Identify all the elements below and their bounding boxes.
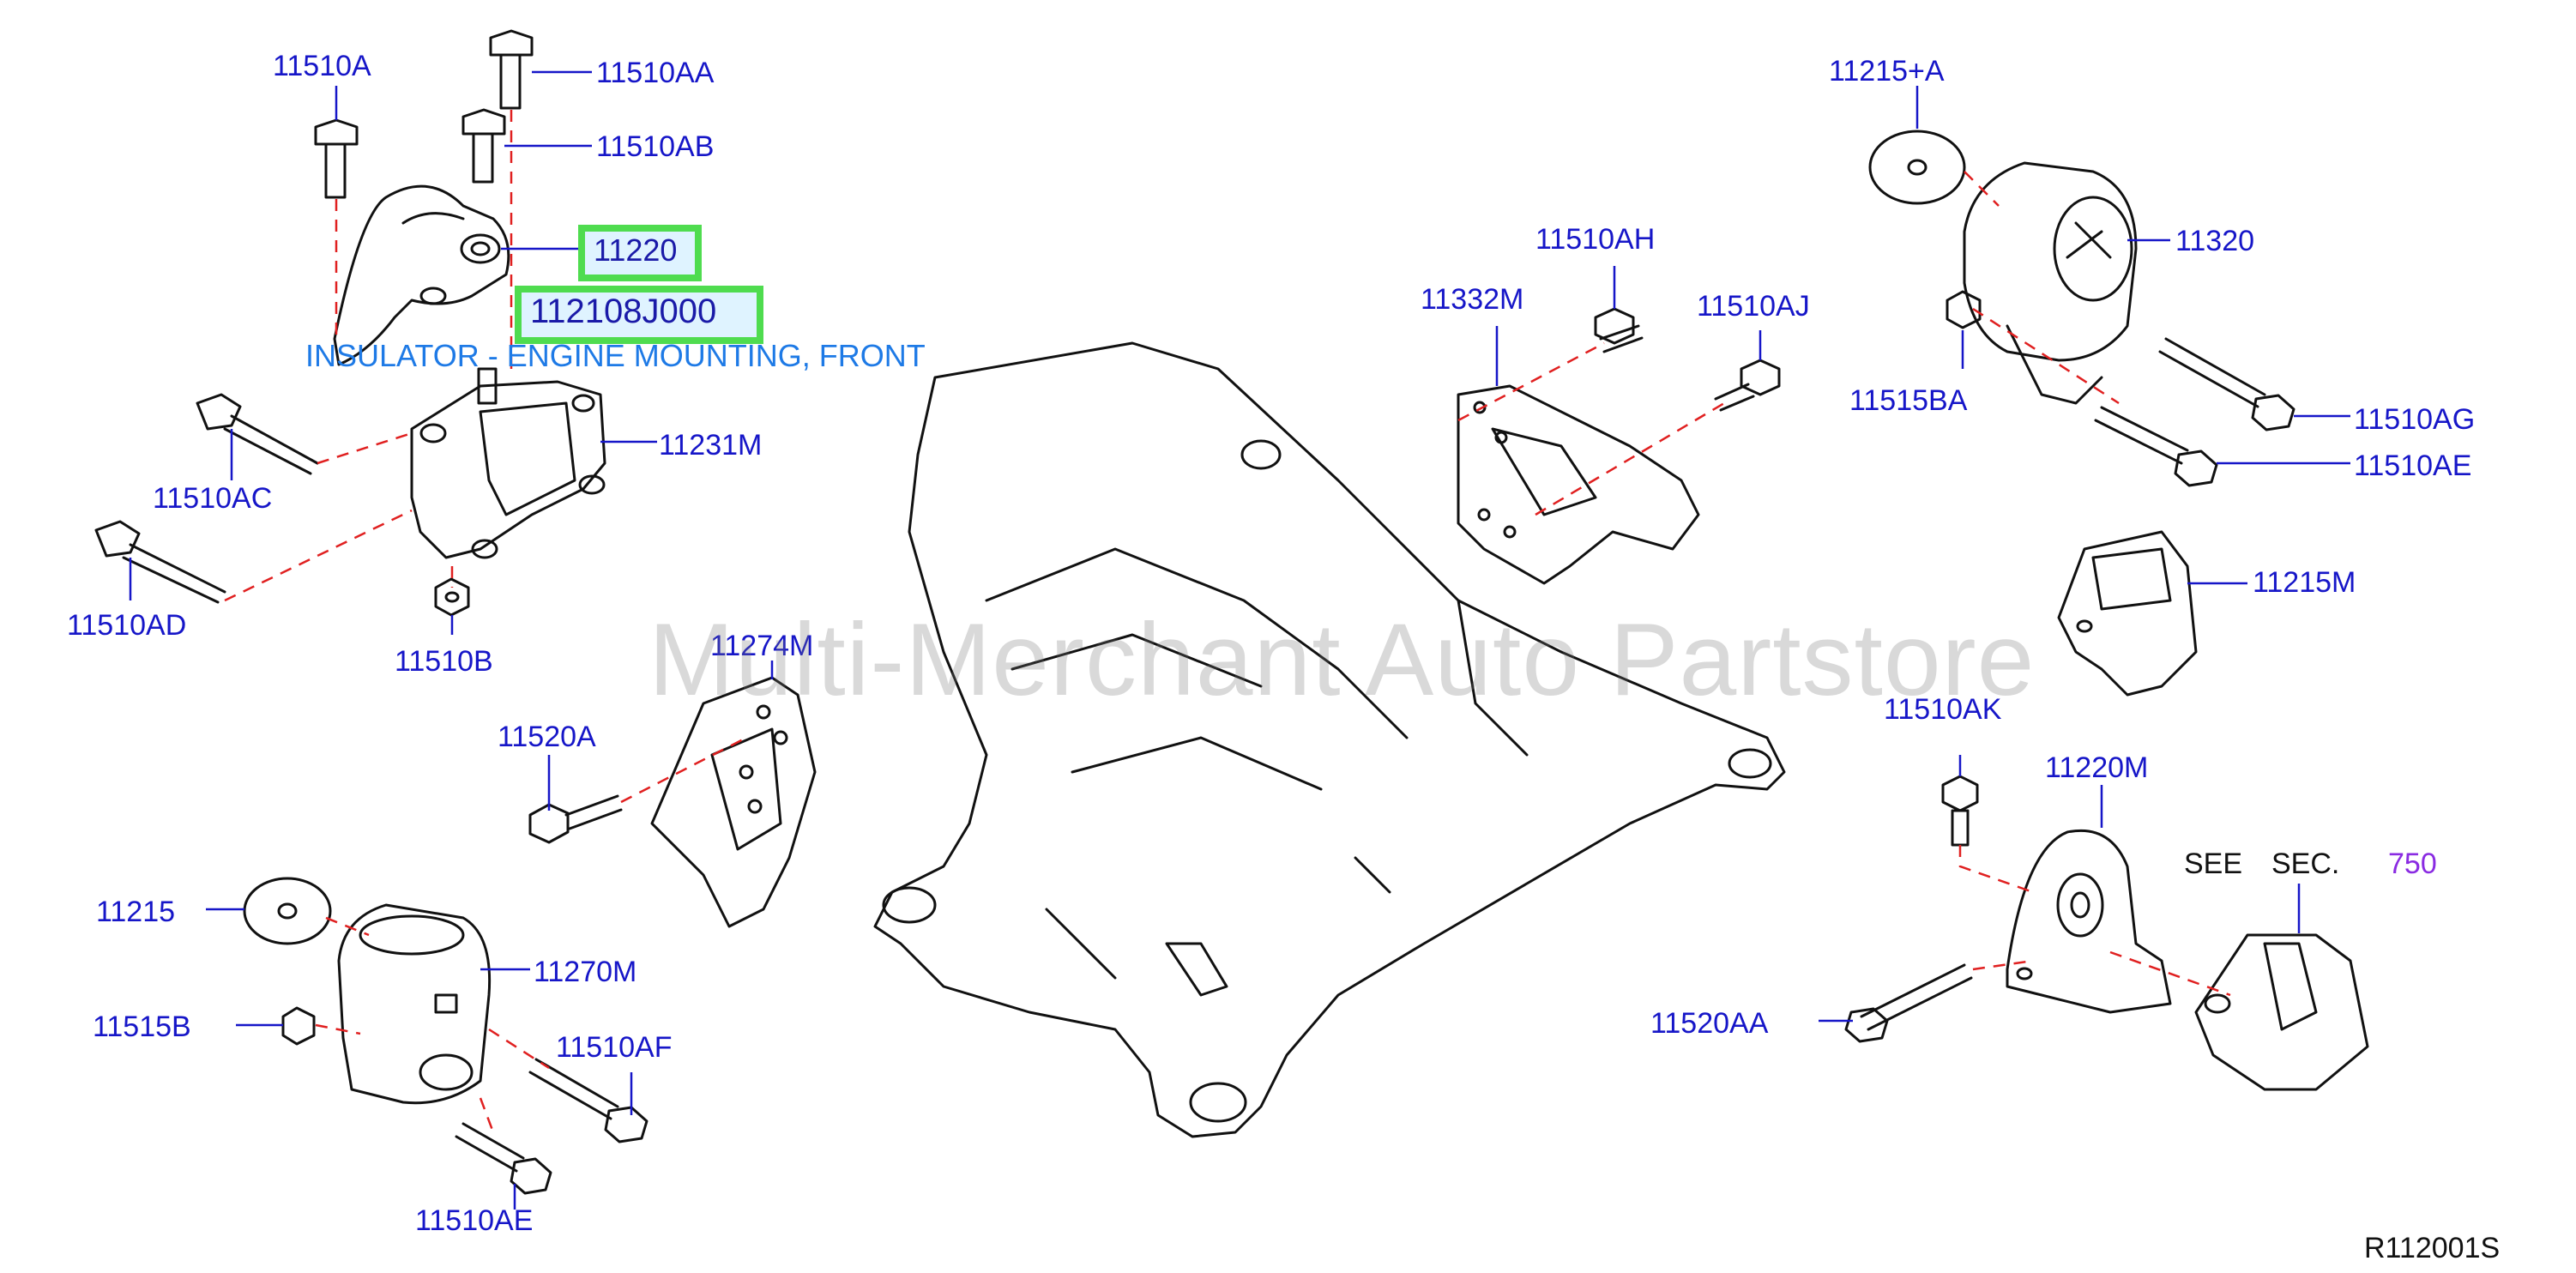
bolt-11510AJ[interactable] (1714, 359, 1781, 412)
front-mount-bracket-part[interactable] (410, 367, 606, 559)
callout-11231M[interactable]: 11231M (659, 429, 763, 462)
front-subframe-part (873, 341, 1786, 1138)
bolt-11510AE-left[interactable] (455, 1122, 552, 1195)
bolt-11510AG[interactable] (2158, 337, 2295, 431)
callout-11220M[interactable]: 11220M (2045, 751, 2149, 784)
bolt-11510AC[interactable] (196, 393, 319, 475)
callout-11320[interactable]: 11320 (2175, 225, 2255, 257)
watermark: Multi-Merchant Auto Partstore (649, 602, 2036, 717)
bolt-11520AA[interactable] (1844, 963, 1973, 1043)
diagram-ref: R112001S (2364, 1232, 2501, 1264)
callout-11510AF[interactable]: 11510AF (556, 1031, 673, 1064)
callout-11520AA[interactable]: 11520AA (1650, 1007, 1769, 1040)
nut-11515B[interactable] (281, 1006, 316, 1046)
callout-11520A[interactable]: 11520A (498, 721, 596, 753)
transmission-mount-sec750-part (2194, 933, 2369, 1091)
callout-11515BA[interactable]: 11515BA (1849, 384, 1968, 417)
sec-label: SEC. (2271, 848, 2340, 880)
callout-11510AD[interactable]: 11510AD (67, 609, 187, 642)
washer-11215[interactable] (243, 877, 332, 945)
bolt-11510AA[interactable] (489, 29, 534, 110)
bolt-11510A[interactable] (314, 118, 359, 199)
callout-11510AK[interactable]: 11510AK (1884, 693, 2002, 726)
insulator-11220M-part[interactable] (2006, 829, 2172, 1014)
callout-11510AA[interactable]: 11510AA (596, 57, 715, 89)
section-750-link[interactable]: 750 (2388, 848, 2437, 880)
bracket-11332M-part[interactable] (1457, 384, 1700, 585)
callout-11510AJ[interactable]: 11510AJ (1697, 290, 1810, 323)
callout-11270M[interactable]: 11270M (534, 956, 637, 988)
nut-11510B[interactable] (434, 577, 470, 617)
callout-11510AG[interactable]: 11510AG (2354, 403, 2476, 436)
callout-11510AB[interactable]: 11510AB (596, 130, 715, 163)
washer-11215A[interactable] (1868, 130, 1966, 205)
bolt-11510AB[interactable] (462, 108, 506, 184)
front-insulator-part[interactable] (333, 184, 510, 366)
stopper-11215M-part[interactable] (2057, 530, 2198, 697)
callout-11215A[interactable]: 11215+A (1829, 55, 1945, 87)
callout-11510AE-left[interactable]: 11510AE (415, 1204, 534, 1237)
callout-11510AH[interactable]: 11510AH (1535, 223, 1656, 256)
callout-11510B[interactable]: 11510B (395, 645, 493, 678)
callout-11515B[interactable]: 11515B (93, 1011, 191, 1043)
bolt-11520A[interactable] (528, 794, 623, 844)
bolt-11510AF[interactable] (528, 1058, 649, 1143)
insulator-11270M-part[interactable] (337, 903, 492, 1105)
part-tooltip: INSULATOR - ENGINE MOUNTING, FRONT (305, 338, 926, 373)
callout-11510AC[interactable]: 11510AC (153, 482, 273, 515)
insulator-11320-part[interactable] (1963, 161, 2138, 405)
bolt-11510AK[interactable] (1941, 775, 1979, 847)
bracket-11274M-part[interactable] (650, 676, 817, 928)
part-number-highlighted[interactable]: 112108J000 (515, 286, 763, 344)
bolt-11510AE-right[interactable] (2094, 406, 2218, 487)
callout-11510A[interactable]: 11510A (273, 50, 371, 82)
callout-11215[interactable]: 11215 (96, 896, 176, 928)
callout-11274M[interactable]: 11274M (710, 630, 814, 662)
callout-11220-highlighted[interactable]: 11220 (578, 225, 702, 281)
nut-11515BA[interactable] (1946, 290, 1982, 329)
bolt-11510AD[interactable] (94, 520, 226, 604)
callout-11332M[interactable]: 11332M (1421, 283, 1524, 316)
bolt-11510AH[interactable] (1594, 307, 1644, 353)
callout-11215M[interactable]: 11215M (2253, 566, 2356, 599)
see-label: SEE (2184, 848, 2243, 880)
callout-11510AE-right[interactable]: 11510AE (2354, 449, 2472, 482)
